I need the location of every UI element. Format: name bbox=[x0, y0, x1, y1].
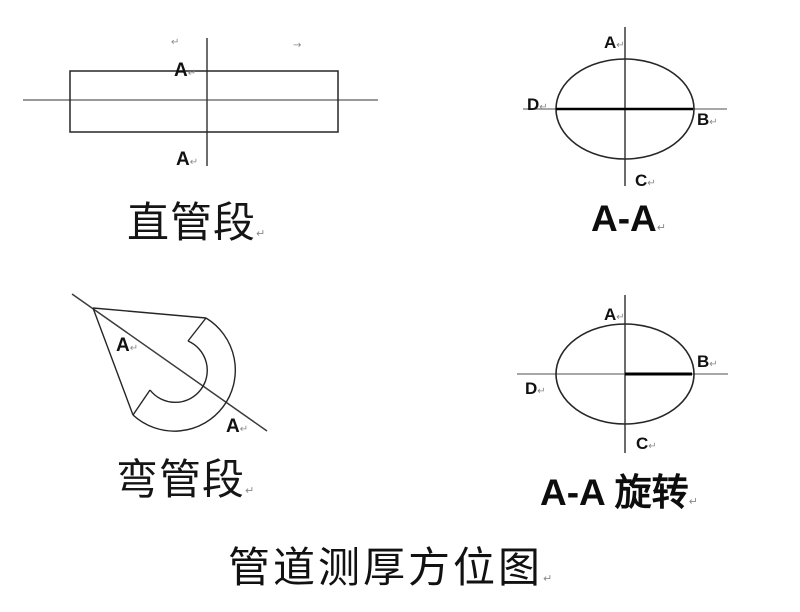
bend-pipe-figure bbox=[71, 293, 268, 432]
paragraph-mark: ↵ bbox=[171, 37, 180, 48]
bend-pipe-point-upper: A↵ bbox=[116, 336, 138, 355]
rotated-section-point-c: C↵ bbox=[636, 435, 657, 452]
bend-pipe-upper-edge bbox=[92, 307, 207, 319]
straight-pipe-point-top: A↵ bbox=[174, 61, 196, 80]
bend-pipe-section-line-diagonal bbox=[71, 293, 268, 432]
bend-pipe-inner-arc bbox=[149, 340, 208, 404]
point-letter: C bbox=[635, 171, 648, 190]
caption-text: 弯管段 bbox=[116, 458, 246, 504]
paragraph-mark: ↵ bbox=[616, 312, 625, 323]
caption-text: A-A bbox=[591, 198, 657, 239]
caption-text: A-A 旋转 bbox=[540, 472, 689, 513]
point-letter: A bbox=[604, 33, 617, 52]
point-letter: A bbox=[176, 149, 190, 170]
point-letter: D bbox=[527, 95, 540, 114]
diagram-title: 管道测厚方位图↵ bbox=[228, 548, 555, 590]
bend-pipe-caption: 弯管段↵ bbox=[116, 460, 255, 502]
rotated-section-point-d: D↵ bbox=[525, 380, 546, 397]
point-letter: C bbox=[636, 434, 649, 453]
paragraph-mark: ↵ bbox=[656, 221, 666, 234]
paragraph-mark: ↵ bbox=[688, 495, 698, 508]
rotated-section-pipe-ellipse bbox=[555, 323, 695, 425]
point-letter: A bbox=[604, 305, 617, 324]
right-arrow-mark: → bbox=[293, 40, 302, 51]
section-aa-point-a: A↵ bbox=[604, 34, 625, 51]
point-letter: B bbox=[697, 110, 710, 129]
section-aa-figure bbox=[523, 27, 727, 186]
rotated-section-point-b: B↵ bbox=[697, 353, 718, 370]
paragraph-mark: ↵ bbox=[537, 386, 546, 397]
paragraph-mark: ↵ bbox=[187, 68, 197, 79]
bend-pipe-lower-edge bbox=[92, 307, 134, 416]
paragraph-mark: ↵ bbox=[539, 102, 548, 113]
paragraph-mark: ↵ bbox=[647, 178, 656, 189]
point-letter: A bbox=[226, 416, 240, 437]
paragraph-mark: ↵ bbox=[239, 424, 249, 435]
bend-pipe-outer-arc bbox=[132, 317, 237, 432]
straight-pipe-body-rect bbox=[69, 70, 339, 133]
rotated-section-caption: A-A 旋转↵ bbox=[540, 474, 698, 511]
caption-text: 直管段 bbox=[127, 201, 257, 247]
rotated-section-figure bbox=[517, 295, 728, 453]
paragraph-mark: ↵ bbox=[709, 117, 718, 128]
paragraph-mark: ↵ bbox=[543, 572, 556, 585]
straight-pipe-caption: 直管段↵ bbox=[127, 203, 266, 245]
paragraph-mark: ↵ bbox=[189, 157, 199, 168]
point-letter: A bbox=[116, 335, 130, 356]
bend-pipe-top-endcap bbox=[187, 317, 207, 342]
section-aa-point-c: C↵ bbox=[635, 172, 656, 189]
bend-pipe-point-lower: A↵ bbox=[226, 417, 248, 436]
paragraph-mark: ↵ bbox=[709, 359, 718, 370]
section-aa-point-b: B↵ bbox=[697, 111, 718, 128]
section-aa-point-d: D↵ bbox=[527, 96, 548, 113]
paragraph-mark: ↵ bbox=[245, 484, 256, 497]
straight-pipe-figure bbox=[23, 38, 378, 166]
rotated-section-point-a: A↵ bbox=[604, 306, 625, 323]
paragraph-mark: ↵ bbox=[616, 40, 625, 51]
straight-pipe-point-bottom: A↵ bbox=[176, 150, 198, 169]
title-text: 管道测厚方位图 bbox=[228, 546, 544, 592]
point-letter: B bbox=[697, 352, 710, 371]
section-aa-caption: A-A↵ bbox=[591, 200, 666, 237]
bend-pipe-bottom-endcap bbox=[132, 389, 151, 416]
paragraph-mark: ↵ bbox=[256, 227, 267, 240]
point-letter: D bbox=[525, 379, 538, 398]
paragraph-mark: ↵ bbox=[129, 343, 139, 354]
point-letter: A bbox=[174, 60, 188, 81]
paragraph-mark: ↵ bbox=[648, 441, 657, 452]
